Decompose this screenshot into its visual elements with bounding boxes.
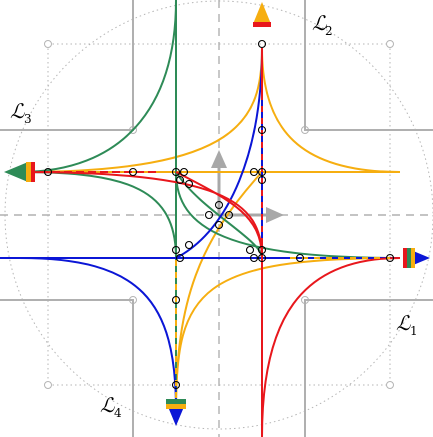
label-L1-letter: ℒ xyxy=(396,311,411,335)
axis-arrow-icon xyxy=(211,150,284,223)
green-trajectories xyxy=(19,0,401,410)
blue-trajectories xyxy=(0,47,400,411)
label-L1-sub: 1 xyxy=(410,324,418,338)
label-L4-letter: ℒ xyxy=(100,393,115,417)
label-L4: ℒ 4 xyxy=(100,393,122,420)
lane-overlay-dashes xyxy=(40,100,390,400)
arrowhead-icon xyxy=(4,2,430,426)
label-L4-sub: 4 xyxy=(114,406,122,420)
label-L3-letter: ℒ xyxy=(10,99,25,123)
label-L3: ℒ 3 xyxy=(10,99,32,126)
label-L3-sub: 3 xyxy=(24,112,32,126)
label-L1: ℒ 1 xyxy=(396,311,418,338)
label-L2-letter: ℒ xyxy=(312,11,327,35)
node-circle-icon xyxy=(43,39,395,390)
label-L2: ℒ 2 xyxy=(312,11,333,38)
label-L2-sub: 2 xyxy=(325,24,333,38)
